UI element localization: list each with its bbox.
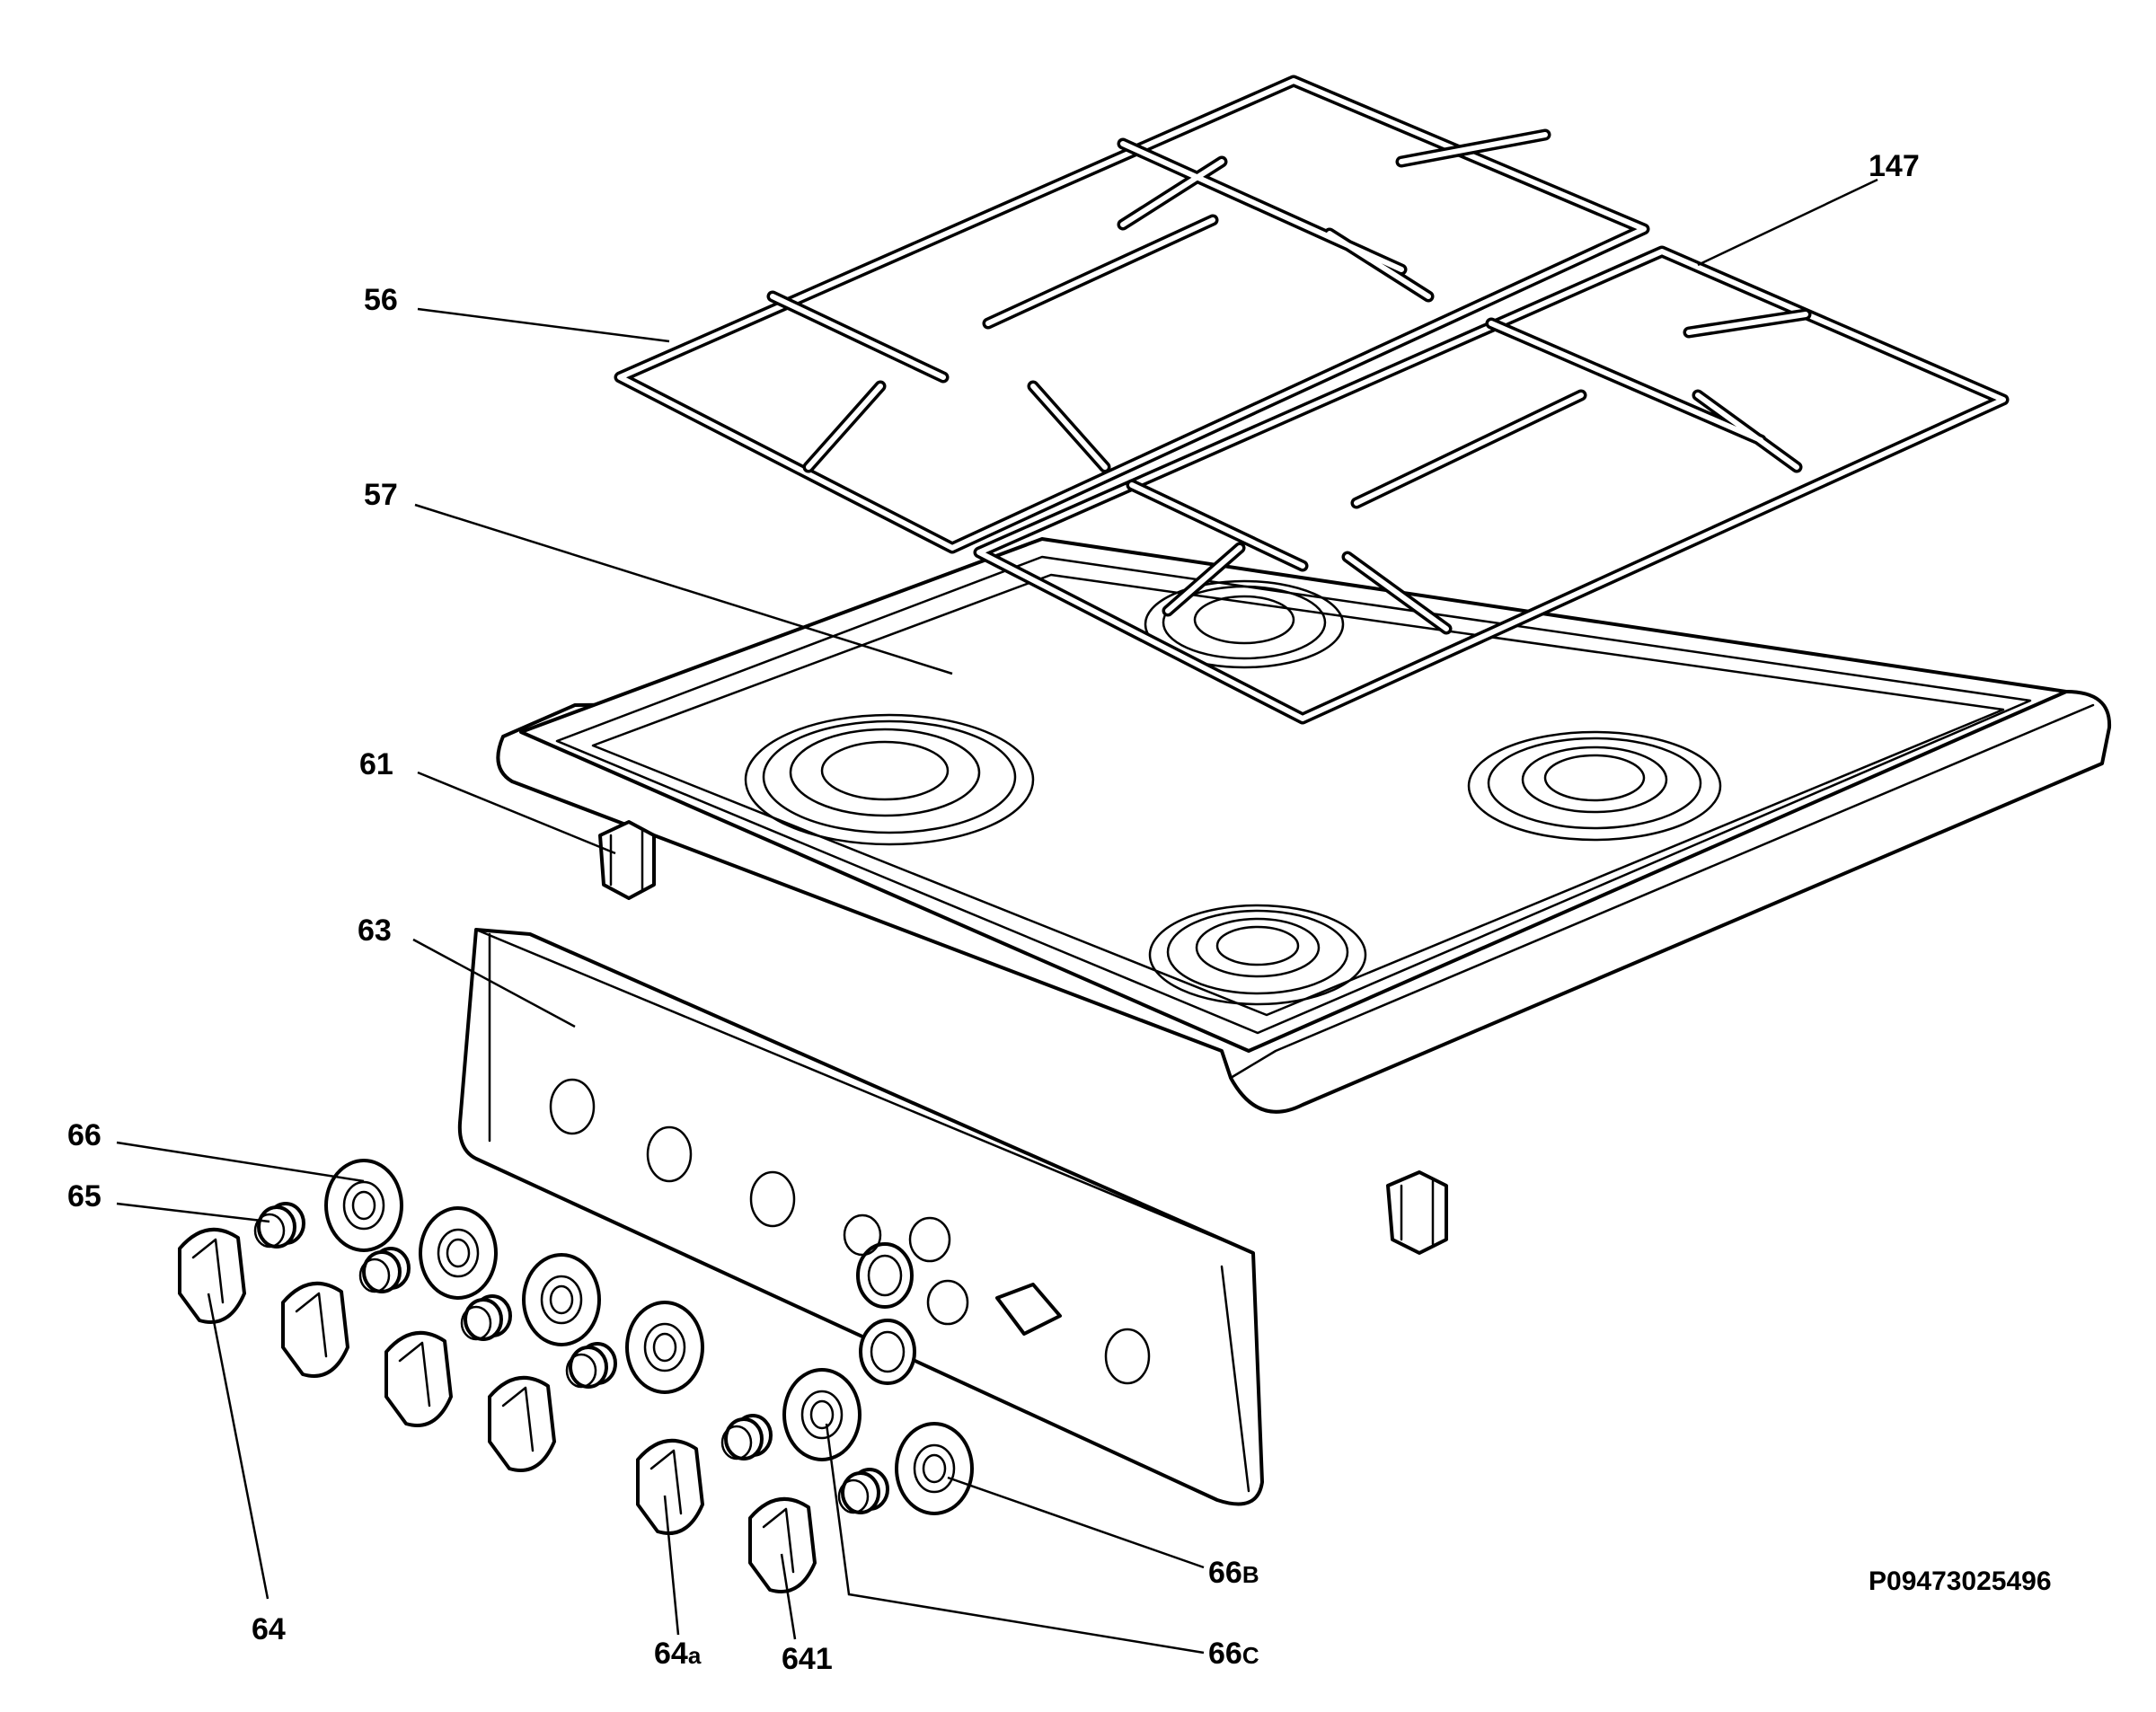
knob-64-1 (178, 1228, 246, 1324)
spring-65-4 (565, 1342, 617, 1389)
bezel-66c (782, 1368, 862, 1461)
label-66b-number: 66 (1208, 1556, 1242, 1590)
pan-support-56 (614, 75, 1650, 554)
burner-front-right (1467, 730, 1722, 842)
knob-64-4 (488, 1376, 556, 1472)
clip-61-left (598, 820, 656, 900)
knob-hole-4 (1104, 1328, 1151, 1385)
knob-64a (636, 1439, 704, 1535)
label-63: 63 (358, 913, 392, 948)
spring-65-6 (837, 1468, 889, 1514)
clip-61-right (1386, 1170, 1448, 1255)
label-66c: 66C (1208, 1637, 1259, 1671)
label-64a: 64a (654, 1637, 702, 1671)
label-61: 61 (359, 747, 393, 781)
label-64a-suffix: a (688, 1642, 702, 1669)
drawing-reference-number: P09473025496 (1869, 1566, 2052, 1596)
label-57: 57 (364, 478, 398, 512)
label-66b-suffix: B (1242, 1561, 1259, 1588)
burner-rear (1144, 579, 1345, 669)
bezel-66b (895, 1422, 974, 1515)
knob-64-2 (281, 1282, 349, 1378)
label-641: 641 (782, 1642, 833, 1676)
spring-65-1 (253, 1202, 305, 1249)
burner-front-left (744, 713, 1035, 846)
spring-65-3 (460, 1294, 512, 1341)
knob-64-3 (384, 1331, 453, 1427)
spring-65-2 (358, 1247, 411, 1293)
label-66c-suffix: C (1242, 1642, 1259, 1669)
bezel-66-2 (419, 1206, 498, 1300)
leader-lines (116, 178, 1878, 1655)
label-66b: 66B (1208, 1556, 1259, 1590)
bezel-66-3 (522, 1253, 601, 1346)
lamp-holder (995, 1283, 1062, 1336)
label-64a-number: 64 (654, 1637, 688, 1671)
knob-hole-2 (646, 1125, 693, 1183)
switch-cluster (843, 1213, 969, 1385)
hob-top-57 (496, 537, 2112, 1114)
knob-641 (748, 1497, 817, 1593)
label-66c-number: 66 (1208, 1637, 1242, 1671)
knob-hole-3 (749, 1170, 796, 1228)
label-65: 65 (67, 1179, 102, 1213)
label-66: 66 (67, 1118, 102, 1152)
control-panel-63 (457, 928, 1264, 1506)
bezel-66-1 (324, 1159, 403, 1252)
pan-support-147 (973, 245, 2010, 725)
label-147: 147 (1869, 149, 1920, 183)
burner-front-center (1148, 904, 1367, 1006)
label-64: 64 (252, 1612, 286, 1646)
label-56: 56 (364, 283, 398, 317)
knob-hole-1 (549, 1078, 596, 1135)
bezel-66-4 (625, 1301, 704, 1394)
spring-65-5 (720, 1414, 773, 1460)
